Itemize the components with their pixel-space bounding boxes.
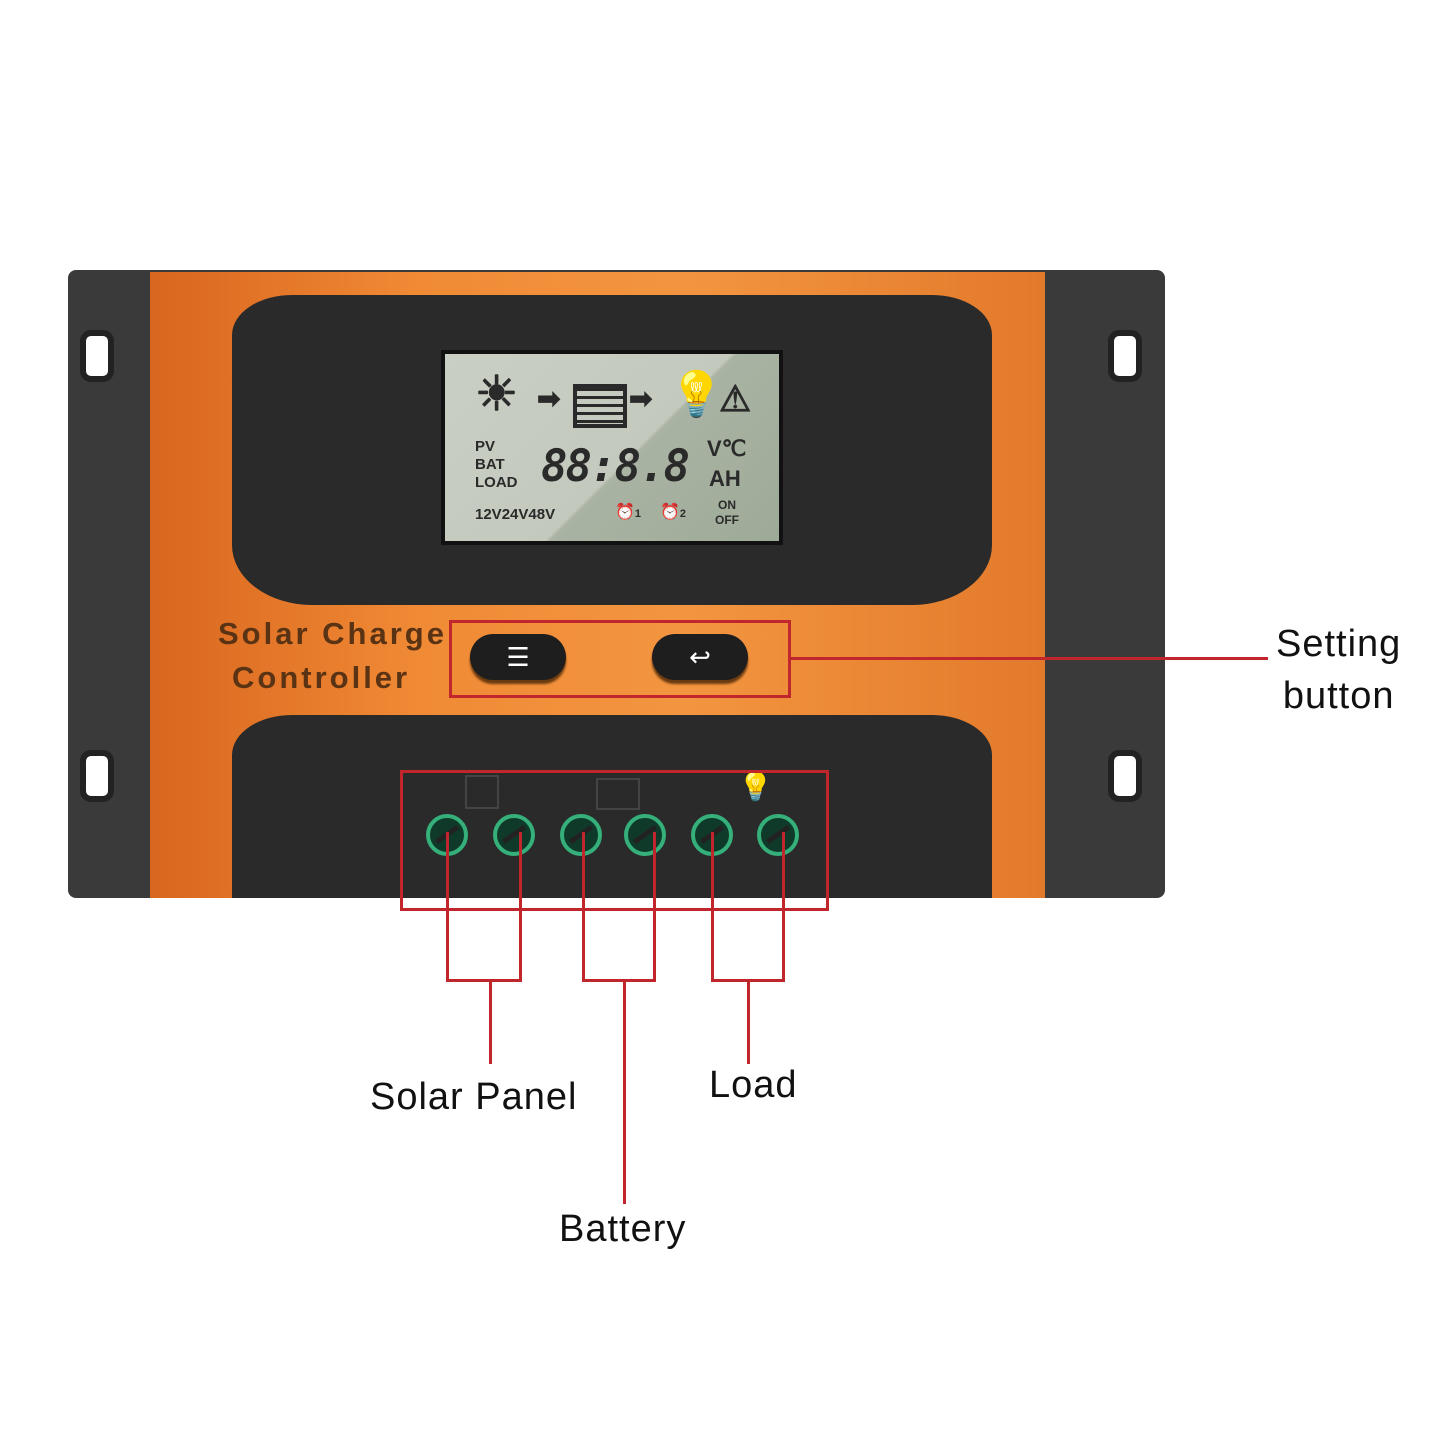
terminal-bay — [232, 715, 992, 898]
units-top: V℃ — [707, 436, 747, 461]
menu-icon: ☰ — [506, 642, 530, 672]
battery-label: Battery — [559, 1208, 687, 1250]
timer1-icon: ⏰1 — [615, 504, 642, 521]
mounting-hole — [1108, 330, 1142, 382]
menu-button[interactable]: ☰ — [470, 634, 566, 680]
arrow-icon: ➡ — [629, 383, 653, 414]
load-bracket — [711, 832, 785, 982]
source-labels: PV BAT LOAD — [475, 438, 518, 492]
terminal-solar-negative[interactable] — [493, 814, 535, 856]
solar-panel-label: Solar Panel — [370, 1076, 578, 1118]
bat-label: BAT — [475, 456, 505, 473]
units-bottom: AH — [709, 466, 741, 491]
bulb-symbol: 💡 — [738, 771, 773, 802]
setting-line1: Setting — [1276, 623, 1402, 665]
return-icon: ↩ — [689, 642, 711, 672]
on-off-indicator: ON OFF — [715, 498, 739, 528]
pv-label: PV — [475, 438, 496, 455]
battery-icon — [573, 384, 627, 428]
battery-leader — [623, 982, 626, 1204]
voltage-options: 12V24V48V — [475, 506, 556, 523]
lcd-screen: ☀ ➡ ➡ 💡 ⚠ PV BAT LOAD 88:8.8 V℃ AH 12V24… — [441, 350, 783, 545]
on-label: ON — [718, 498, 736, 512]
timer2-label: 2 — [679, 508, 687, 520]
terminal-load-negative[interactable] — [757, 814, 799, 856]
warning-icon: ⚠ — [719, 378, 752, 419]
load-label: LOAD — [475, 474, 518, 491]
timer1-label: 1 — [634, 508, 642, 520]
arrow-icon: ➡ — [537, 383, 561, 414]
setting-line2: button — [1282, 675, 1395, 717]
sun-icon: ☀ — [475, 368, 519, 421]
off-label: OFF — [715, 513, 739, 527]
solar-bracket — [446, 832, 522, 982]
mounting-hole — [1108, 750, 1142, 802]
battery-symbol — [596, 778, 640, 810]
terminal-battery-positive[interactable] — [560, 814, 602, 856]
battery-bracket — [582, 832, 656, 982]
setting-leader-line — [790, 657, 1268, 660]
digit-display: 88:8.8 — [541, 441, 690, 492]
solar-panel-symbol — [465, 775, 499, 809]
solar-leader — [489, 982, 492, 1064]
setting-button-highlight — [449, 620, 791, 698]
terminals-highlight — [400, 770, 829, 911]
load-label: Load — [709, 1064, 798, 1106]
return-button[interactable]: ↩ — [652, 634, 748, 680]
brand-line2: Controller — [232, 660, 411, 695]
brand-line1: Solar Charge — [218, 616, 447, 651]
terminal-battery-negative[interactable] — [624, 814, 666, 856]
mounting-hole — [80, 750, 114, 802]
setting-button-label: Setting button — [1276, 618, 1401, 722]
brand-text: Solar Charge Controller — [218, 612, 447, 700]
mounting-hole — [80, 330, 114, 382]
timer2-icon: ⏰2 — [660, 504, 687, 521]
bulb-icon: 💡 — [669, 370, 724, 419]
load-leader — [747, 982, 750, 1064]
